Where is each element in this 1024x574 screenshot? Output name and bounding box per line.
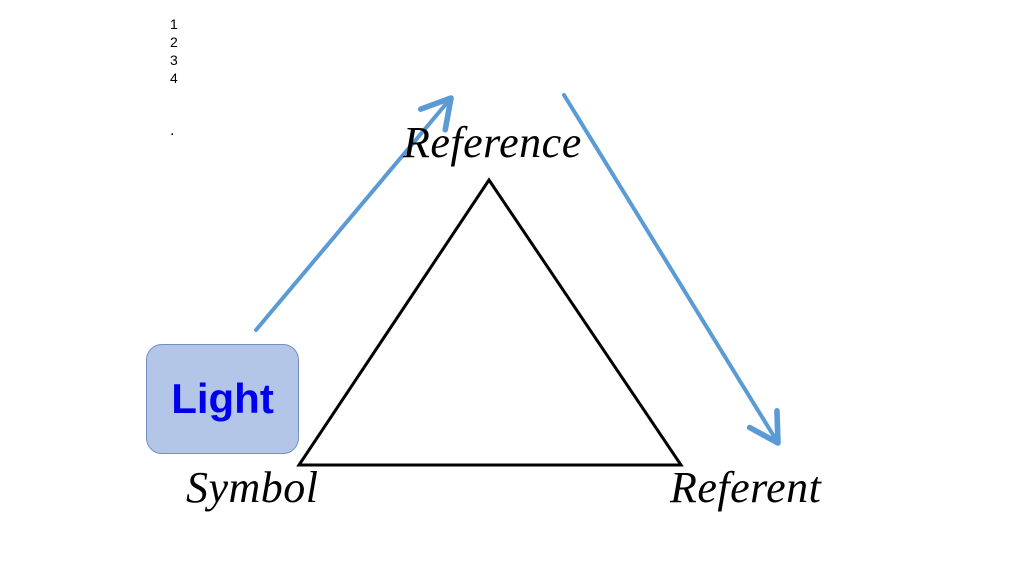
number-item: 2 [170,34,178,50]
light-label: Light [171,375,274,422]
semiotic-triangle [296,177,684,467]
number-item: 3 [170,52,178,68]
symbol-label: Symbol [186,463,319,512]
reference-label: Reference [403,118,582,167]
light-box[interactable]: Light [146,344,299,454]
number-list: 1 2 3 4 [170,15,178,87]
dot-mark: . [170,122,175,139]
number-item: 1 [170,16,178,32]
arrow-reference-to-referent [562,93,781,446]
number-item: 4 [170,70,178,86]
referent-label: Referent [670,463,822,512]
arrow-symbol-to-reference [254,95,454,332]
